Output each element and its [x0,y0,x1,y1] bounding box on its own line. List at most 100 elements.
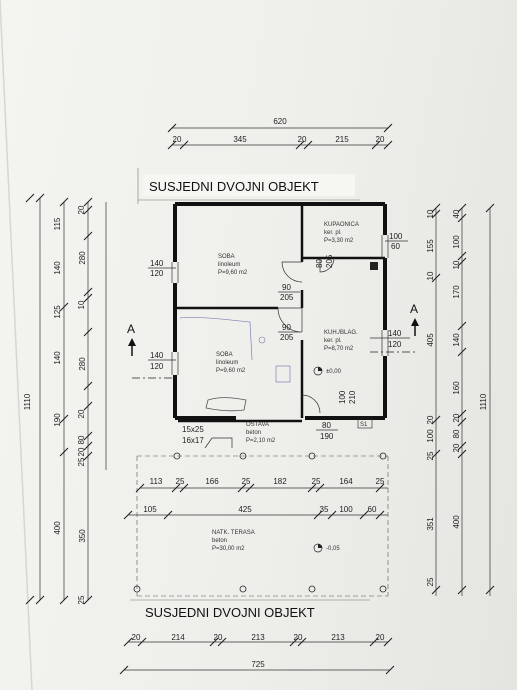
terrace-area: P=30,00 m2 [212,546,245,552]
room-kuhinja: KUH./BLAG. ker. pl. P=8,70 m2 [324,330,358,352]
section-label-left: A [127,322,135,336]
windows [171,235,389,375]
door2-a: 90 [282,323,291,332]
terrace: NATK. TERASA beton P=30,00 m2 [133,452,389,597]
dim-left-inner-4: 125 [53,305,62,319]
dim-row113-4: 182 [273,477,287,486]
level-floor: ±0,00 [326,369,342,375]
room-floor: linoleum [216,360,238,366]
section-marker-right: A [370,302,419,353]
dim-bottom-3: 213 [251,633,265,642]
win-soba2-a: 140 [150,351,164,360]
door4-a: 100 [338,390,347,404]
room-name: KUPAONICA [324,222,359,228]
room-soba-lower: SOBA linoleum P=9,60 m2 [216,352,246,374]
dim-bottom-5: 213 [331,633,345,642]
dim-right-mid-1: 405 [426,333,435,347]
dim-right-inner2-1: 100 [426,429,435,443]
stair-size-1: 15x25 [182,425,204,434]
dim-left-inner-7: 190 [53,413,62,427]
dim-right-mid-2: 351 [426,517,435,531]
dim-right-inner-2: 100 [452,235,461,249]
dimension-row-113: 113 25 166 25 182 25 164 25 [135,477,388,493]
dim-row113-1: 25 [176,477,185,486]
dim-left-mid-1: 280 [78,357,87,371]
dim-right-inner2-4: 25 [426,577,435,586]
dim-right-outer-total: 1110 [479,393,488,410]
dim-right-inner2-2: 20 [426,415,435,424]
room-area: P=9,60 m2 [216,368,246,374]
dim-left-inner-1: 115 [53,217,62,230]
dim-top-row-4: 20 [376,135,385,144]
dim-right-inner-8: 80 [452,429,461,438]
dim-bottom-6: 20 [376,633,385,642]
level-mark-terrace: -0,05 [313,543,340,553]
win-soba1-a: 140 [150,259,164,268]
door4-b: 210 [348,390,357,404]
sketch-furniture [179,317,291,412]
top-dimension-lines: 620 20 345 20 215 20 [167,117,393,150]
dim-left-inner-11: 25 [77,595,86,604]
room-ostava: OSTAVA beton P=2,10 m2 [246,422,276,444]
neighbor-building-bottom: SUSJEDNI DVOJNI OBJEKT [130,599,370,620]
room-area: P=3,30 m2 [324,238,354,244]
dimension-row-105: 105 425 35 100 60 [123,505,388,520]
room-area: P=9,60 m2 [218,270,248,276]
dim-right-inner-5: 140 [452,333,461,347]
dim-bottom-total: 725 [251,660,265,669]
dim-right-inner2-0: 10 [426,209,435,218]
dim-right-inner-1: 40 [452,209,461,218]
room-area: P=2,10 m2 [246,438,276,444]
door1-b: 205 [280,293,294,302]
dim-bottom-0: 20 [132,633,141,642]
room-soba-upper: SOBA linoleum P=9,60 m2 [218,254,248,276]
win-kup-a: 100 [389,232,403,241]
door2-b: 205 [280,333,294,342]
dim-bottom-1: 214 [171,633,185,642]
dim-row113-0: 113 [150,477,163,486]
door3-a: 80 [315,259,324,268]
dim-left-inner-10: 25 [77,457,86,466]
stair-size-2: 16x17 [182,436,204,445]
win-kuh-b: 120 [388,340,402,349]
terrace-floor: beton [212,538,227,544]
neighbor-building-top: SUSJEDNI DVOJNI OBJEKT [137,168,360,204]
dim-right-inner2-0b: 10 [426,271,435,280]
dim-right-inner-6: 160 [452,381,461,395]
dim-left-inner-2: 140 [53,261,62,275]
stair: 15x25 16x17 S1 [182,417,373,449]
dim-bottom-2: 20 [214,633,223,642]
room-name: SOBA [218,254,235,260]
room-name: SOBA [216,352,233,358]
dim-right-inner-3: 10 [452,260,461,269]
win-soba2-b: 120 [150,362,164,371]
room-kupaonica: KUPAONICA ker. pl. P=3,30 m2 [324,222,359,244]
building-walls [173,202,387,423]
dim-row113-2: 166 [205,477,219,486]
section-label-right: A [410,302,418,316]
terrace-name: NATK. TERASA [212,530,255,536]
dim-left-inner-5: 140 [53,351,62,365]
dim-bottom-4: 20 [294,633,303,642]
room-name: OSTAVA [246,422,269,428]
win-kuh-a: 140 [388,329,402,338]
level-terrace: -0,05 [326,546,340,552]
dim-right-inner-4: 170 [452,285,461,299]
dim-row113-5: 25 [312,477,321,486]
door5-a: 80 [322,421,331,430]
dim-row113-3: 25 [242,477,251,486]
dim-left-mid-bottom-1: 350 [78,529,87,543]
room-area: P=8,70 m2 [324,346,354,352]
room-name: KUH./BLAG. [324,330,358,336]
door1-a: 90 [282,283,291,292]
dim-top-total: 620 [273,117,287,126]
dim-row105-0: 105 [143,505,157,514]
neighbor-label-bottom: SUSJEDNI DVOJNI OBJEKT [145,605,315,620]
dim-right-inner-7: 20 [452,413,461,422]
door3-b: 205 [325,254,334,268]
dim-top-row-1: 345 [233,135,247,144]
dim-left-inner-9: 20 [77,447,86,456]
win-soba1-b: 120 [150,269,164,278]
